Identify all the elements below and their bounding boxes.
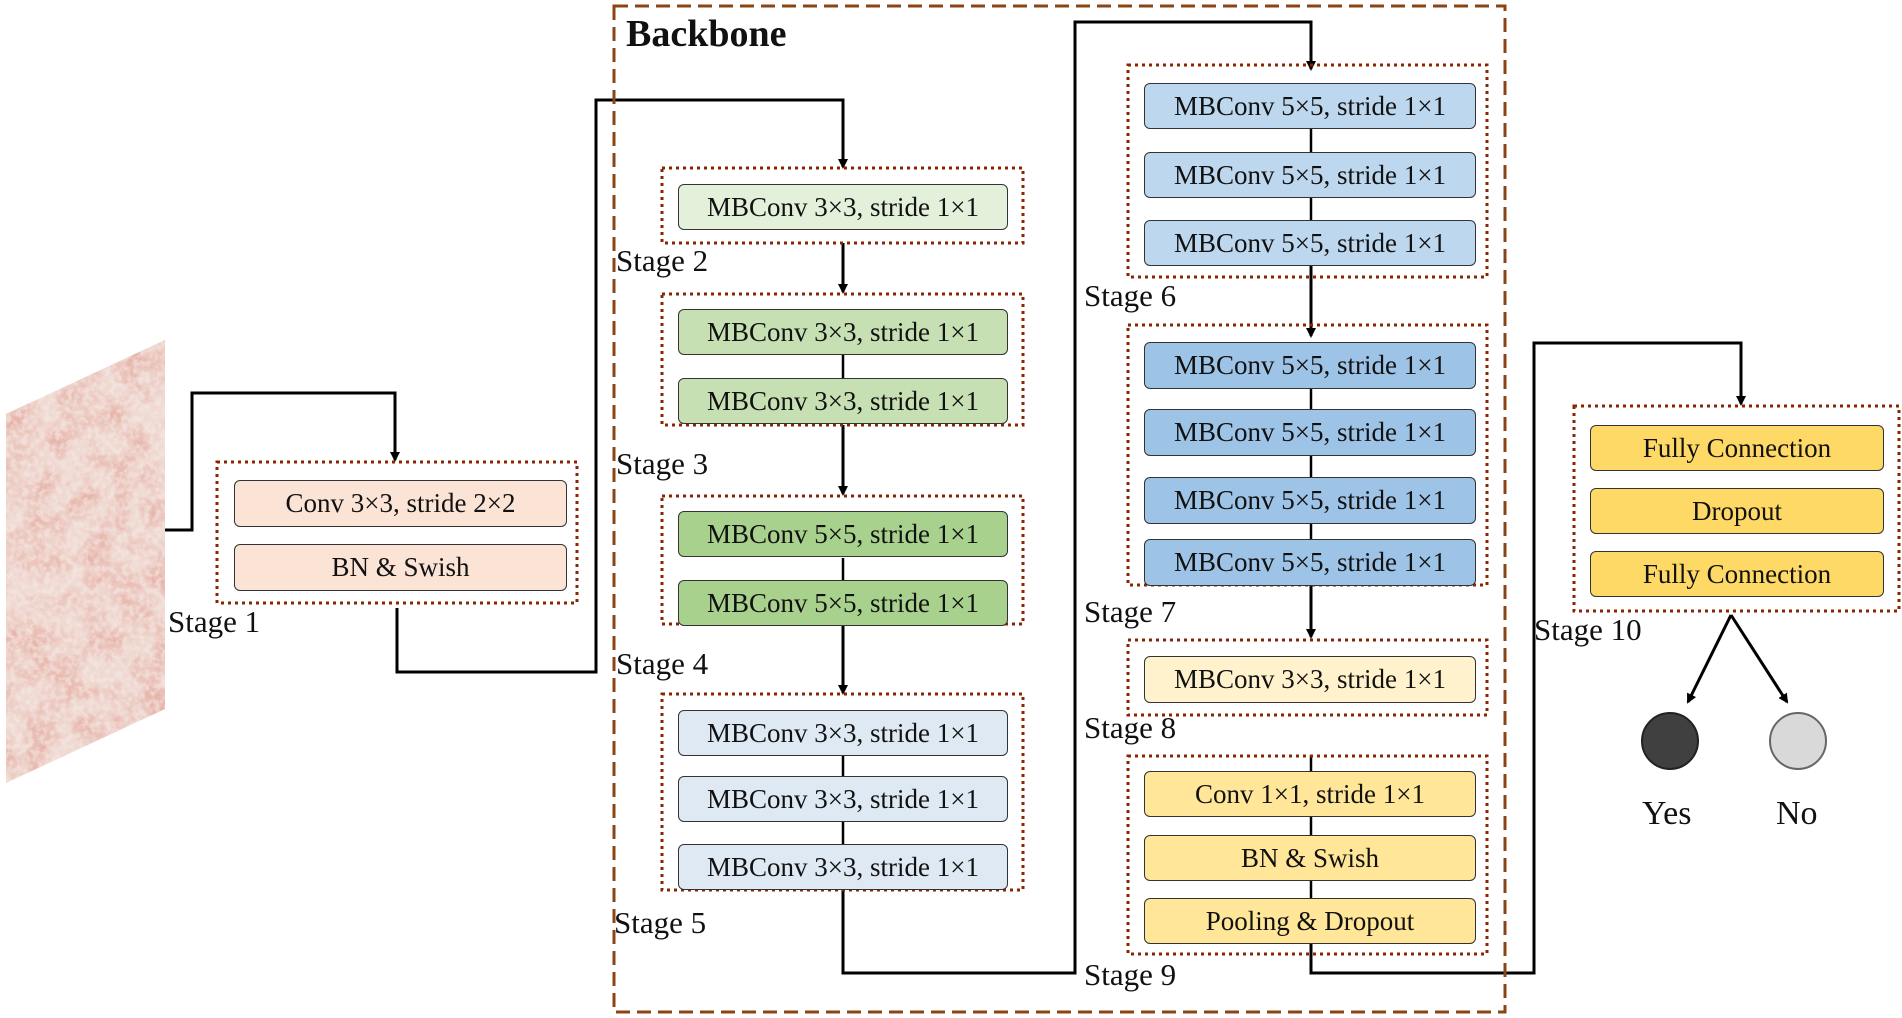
output-yes-circle — [1641, 712, 1699, 770]
stage10-label: Stage 10 — [1534, 612, 1642, 647]
stage7-block-3: MBConv 5×5, stride 1×1 — [1144, 477, 1476, 524]
stage10-block-2: Dropout — [1590, 488, 1884, 534]
stage6-frame — [1126, 63, 1489, 279]
stage1-label: Stage 1 — [168, 604, 261, 639]
stage5-frame — [660, 692, 1025, 892]
stage6-label: Stage 6 — [1084, 278, 1177, 313]
stage2-frame — [660, 166, 1025, 245]
stage9-block-3: Pooling & Dropout — [1144, 898, 1476, 944]
backbone-title: Backbone — [626, 13, 787, 55]
stage2-label: Stage 2 — [616, 243, 709, 278]
stage5-block-3: MBConv 3×3, stride 1×1 — [678, 844, 1008, 890]
stage6-block-1: MBConv 5×5, stride 1×1 — [1144, 83, 1476, 129]
stage1-frame — [215, 460, 579, 605]
stage3-frame — [660, 292, 1025, 427]
stage1-block-2: BN & Swish — [234, 544, 567, 591]
stage3-block-1: MBConv 3×3, stride 1×1 — [678, 309, 1008, 355]
stage10-block-3: Fully Connection — [1590, 551, 1884, 597]
stage3-label: Stage 3 — [616, 446, 709, 481]
stage8-label: Stage 8 — [1084, 710, 1177, 745]
arrow-stage10-to-yes — [1686, 614, 1733, 704]
arrow-image-to-stage1 — [165, 391, 400, 532]
stage7-block-1: MBConv 5×5, stride 1×1 — [1144, 342, 1476, 389]
stage6-block-3: MBConv 5×5, stride 1×1 — [1144, 220, 1476, 266]
stage1-block-1: Conv 3×3, stride 2×2 — [234, 480, 567, 527]
stage7-block-2: MBConv 5×5, stride 1×1 — [1144, 409, 1476, 456]
output-no-label: No — [1776, 795, 1818, 832]
stage4-label: Stage 4 — [616, 646, 709, 681]
stage9-block-1: Conv 1×1, stride 1×1 — [1144, 771, 1476, 817]
arrow-stage10-to-no — [1729, 614, 1789, 704]
stage9-label: Stage 9 — [1084, 957, 1177, 992]
stage10-frame — [1572, 404, 1901, 613]
stage5-block-2: MBConv 3×3, stride 1×1 — [678, 776, 1008, 822]
stage7-label: Stage 7 — [1084, 594, 1177, 629]
stage4-block-1: MBConv 5×5, stride 1×1 — [678, 511, 1008, 557]
stage2-block-1: MBConv 3×3, stride 1×1 — [678, 184, 1008, 230]
stage7-block-4: MBConv 5×5, stride 1×1 — [1144, 539, 1476, 586]
output-yes-label: Yes — [1642, 795, 1692, 832]
stage6-block-2: MBConv 5×5, stride 1×1 — [1144, 152, 1476, 198]
stage9-frame — [1126, 754, 1489, 956]
stage5-label: Stage 5 — [614, 905, 707, 940]
stage9-block-2: BN & Swish — [1144, 835, 1476, 881]
stage5-block-1: MBConv 3×3, stride 1×1 — [678, 710, 1008, 756]
arrow-stage1-to-stage2 — [395, 98, 848, 674]
stage4-block-2: MBConv 5×5, stride 1×1 — [678, 580, 1008, 626]
backbone-frame — [612, 4, 1507, 1014]
stage3-block-2: MBConv 3×3, stride 1×1 — [678, 378, 1008, 424]
stage8-block-1: MBConv 3×3, stride 1×1 — [1144, 656, 1476, 703]
arrow-stage9-to-stage10 — [1309, 341, 1746, 975]
arrow-stage5-to-stage6 — [841, 20, 1316, 975]
stage10-block-1: Fully Connection — [1590, 425, 1884, 471]
output-no-circle — [1769, 712, 1827, 770]
